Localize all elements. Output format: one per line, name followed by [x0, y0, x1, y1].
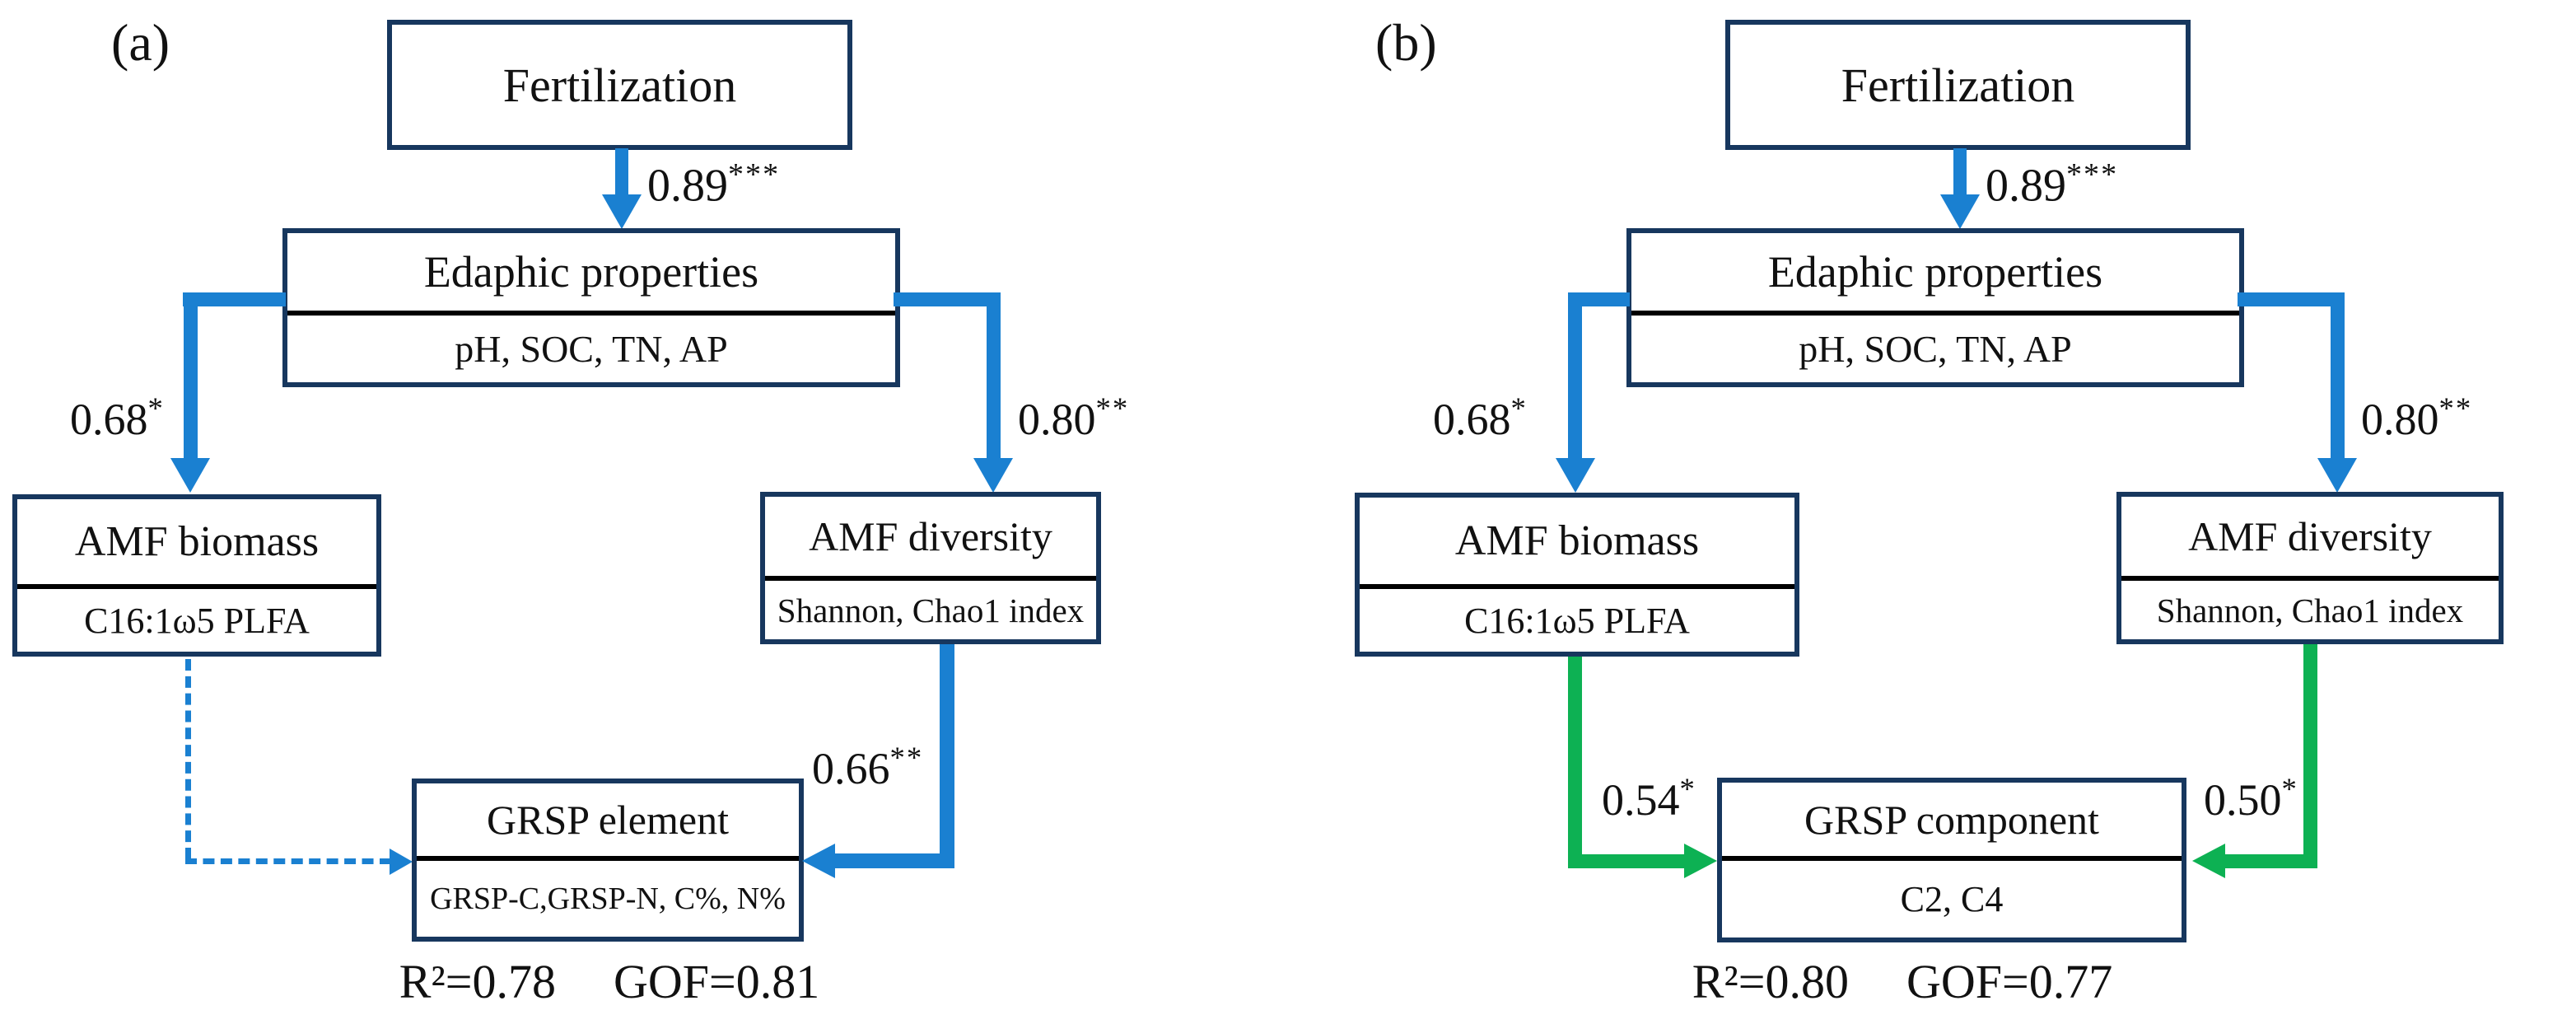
arrow-head — [390, 849, 413, 875]
arrow-head — [973, 458, 1013, 493]
node-fertilization-a: Fertilization — [387, 20, 852, 150]
arrow-segment — [894, 292, 1001, 306]
node-subtitle: pH, SOC, TN, AP — [1799, 328, 2072, 370]
path-coefficient: 0.80** — [2361, 390, 2472, 445]
node-grsp-component-b: GRSP component C2, C4 — [1717, 778, 2186, 942]
arrow-segment — [1568, 292, 1582, 462]
goodness-of-fit: GOF=0.77 — [1906, 955, 2113, 1008]
significance-stars: * — [1510, 391, 1528, 425]
arrow-segment — [2224, 854, 2317, 868]
node-edaphic-properties-b: Edaphic properties pH, SOC, TN, AP — [1626, 228, 2244, 387]
node-title: Fertilization — [502, 58, 737, 112]
arrow-head — [1556, 458, 1595, 493]
node-subtitle: C16:1ω5 PLFA — [84, 600, 310, 641]
significance-stars: * — [147, 391, 165, 425]
node-amf-biomass-b: AMF biomass C16:1ω5 PLFA — [1355, 493, 1799, 657]
node-title: AMF diversity — [765, 497, 1096, 581]
arrow-segment — [185, 858, 391, 864]
arrow-head — [602, 194, 642, 229]
node-title: Fertilization — [1841, 58, 2075, 112]
arrow-segment — [2303, 644, 2317, 867]
path-coefficient: 0.54* — [1602, 771, 1696, 825]
node-title: Edaphic properties — [1631, 233, 2239, 316]
path-coefficient: 0.68* — [1433, 390, 1528, 445]
arrow-head — [170, 458, 210, 493]
panel-a-label: (a) — [111, 13, 170, 72]
node-subtitle: C16:1ω5 PLFA — [1464, 600, 1690, 641]
arrow-segment — [833, 853, 954, 868]
node-title: Edaphic properties — [287, 233, 895, 316]
arrow-segment — [185, 659, 191, 859]
significance-stars: ** — [889, 741, 924, 774]
node-title: AMF biomass — [17, 499, 376, 589]
arrow-segment — [940, 644, 954, 867]
significance-stars: ** — [2438, 391, 2473, 425]
node-subtitle: Shannon, Chao1 index — [777, 591, 1085, 629]
node-title: GRSP component — [1722, 783, 2182, 861]
coefficient-value: 0.68 — [1433, 395, 1511, 444]
node-amf-diversity-b: AMF diversity Shannon, Chao1 index — [2116, 492, 2504, 644]
node-subtitle: C2, C4 — [1900, 879, 2004, 919]
significance-stars: ** — [1095, 391, 1130, 425]
r-squared: R²=0.80 — [1692, 955, 1850, 1008]
coefficient-value: 0.80 — [2361, 395, 2439, 444]
node-title: AMF diversity — [2121, 497, 2499, 581]
r-squared: R²=0.78 — [399, 955, 557, 1008]
path-coefficient: 0.66** — [812, 740, 923, 794]
arrow-segment — [2238, 292, 2345, 306]
arrow-segment — [2331, 292, 2345, 462]
arrow-segment — [183, 292, 286, 306]
path-coefficient: 0.68* — [70, 390, 165, 445]
model-fit-stats-b: R²=0.80 GOF=0.77 — [1606, 954, 2199, 1009]
node-subtitle: GRSP-C,GRSP-N, C%, N% — [430, 881, 786, 916]
node-title: GRSP element — [417, 783, 799, 861]
coefficient-value: 0.54 — [1602, 775, 1680, 825]
arrow-segment — [615, 148, 628, 198]
significance-stars: * — [1679, 772, 1696, 806]
node-amf-diversity-a: AMF diversity Shannon, Chao1 index — [760, 492, 1101, 644]
significance-stars: * — [2281, 772, 2298, 806]
arrow-segment — [184, 292, 198, 462]
arrow-head — [2317, 458, 2357, 493]
path-coefficient: 0.89*** — [647, 157, 780, 213]
significance-stars: *** — [2066, 157, 2119, 192]
arrow-head — [1684, 844, 1717, 878]
coefficient-value: 0.89 — [647, 160, 728, 212]
node-edaphic-properties-a: Edaphic properties pH, SOC, TN, AP — [282, 228, 900, 387]
goodness-of-fit: GOF=0.81 — [614, 955, 820, 1008]
path-coefficient: 0.89*** — [1986, 157, 2118, 213]
coefficient-value: 0.80 — [1018, 395, 1096, 444]
path-coefficient: 0.50* — [2204, 771, 2298, 825]
arrow-segment — [1953, 148, 1967, 198]
node-title: AMF biomass — [1360, 498, 1794, 589]
significance-stars: *** — [728, 157, 781, 192]
node-fertilization-b: Fertilization — [1725, 20, 2191, 150]
arrow-head — [1940, 194, 1980, 229]
arrow-head — [802, 844, 835, 878]
coefficient-value: 0.68 — [70, 395, 148, 444]
arrow-segment — [1568, 657, 1582, 867]
arrow-segment — [1568, 854, 1686, 868]
arrow-segment — [1568, 292, 1630, 306]
node-grsp-element-a: GRSP element GRSP-C,GRSP-N, C%, N% — [412, 779, 804, 942]
node-amf-biomass-a: AMF biomass C16:1ω5 PLFA — [12, 494, 381, 657]
model-fit-stats-a: R²=0.78 GOF=0.81 — [313, 954, 906, 1009]
coefficient-value: 0.66 — [812, 744, 890, 793]
panel-b-label: (b) — [1375, 13, 1437, 72]
node-subtitle: pH, SOC, TN, AP — [455, 328, 728, 370]
coefficient-value: 0.50 — [2204, 775, 2282, 825]
node-subtitle: Shannon, Chao1 index — [2156, 591, 2464, 629]
coefficient-value: 0.89 — [1986, 160, 2066, 212]
arrow-head — [2192, 844, 2225, 878]
path-coefficient: 0.80** — [1018, 390, 1129, 445]
arrow-segment — [987, 292, 1001, 462]
